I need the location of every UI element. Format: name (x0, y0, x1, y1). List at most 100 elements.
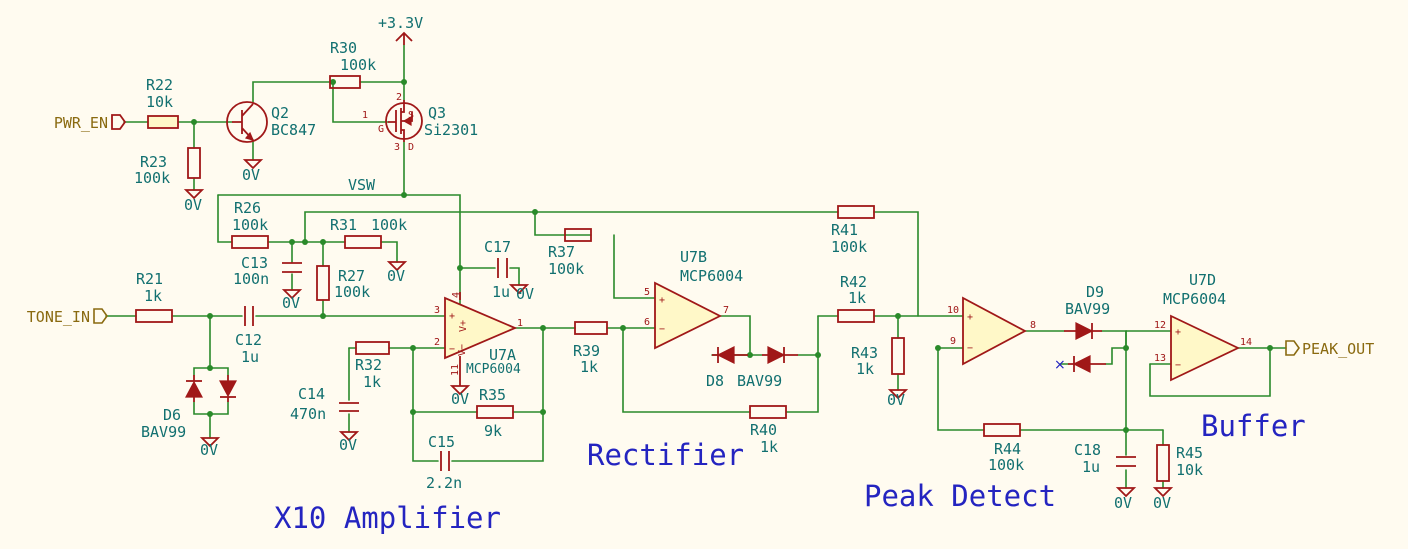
gnd-label-c18: 0V (1114, 494, 1132, 512)
pins-minus-text: − (1175, 360, 1181, 371)
components-r37-value-text: 100k (548, 260, 584, 278)
components-c15-value-text: 2.2n (426, 474, 462, 492)
opamp-u7b: + − 5 6 7 U7B MCP6004 (644, 248, 743, 350)
resistor-r40: R40 1k (749, 405, 787, 456)
pins-u7c_8-text: 8 (1030, 320, 1036, 331)
components-d9-value-text: BAV99 (1065, 300, 1110, 318)
resistor-r44: R44 100k (983, 423, 1024, 474)
components-r44-value-text: 100k (988, 456, 1024, 474)
diode-d6: D6 BAV99 (141, 375, 237, 441)
components-r39-ref-text: R39 (573, 342, 600, 360)
components-r41-value-text: 100k (831, 238, 867, 256)
components-r31-value-text: 100k (371, 216, 407, 234)
resistor-r35: R35 9k (476, 386, 514, 440)
components-u7d-ref-text: U7D (1189, 271, 1216, 289)
components-r31-ref-text: R31 (330, 216, 357, 234)
pins-q3_3-text: 3 (394, 142, 400, 153)
resistor-r42: R42 1k (837, 273, 875, 323)
gnd-label-c13: 0V (282, 294, 300, 312)
pins-u7a_2-text: 2 (434, 337, 440, 348)
mosfet-q3: 1 2 3 G S D Q3 Si2301 (362, 92, 478, 153)
components-c14-value-text: 470n (290, 405, 326, 423)
components-r32-ref-text: R32 (355, 356, 382, 374)
gnd-label-d6: 0V (200, 441, 218, 459)
components-r23-value-text: 100k (134, 169, 170, 187)
opamp-u7c: + − 10 9 8 (947, 296, 1036, 366)
components-r45-ref-text: R45 (1176, 444, 1203, 462)
pins-q3_1-text: 1 (362, 110, 368, 121)
section-title-peak-detect: Peak Detect (864, 479, 1056, 513)
vsw-label: VSW (348, 176, 376, 194)
pins-q3_g-text: G (378, 124, 384, 135)
components-c17-ref-text: C17 (484, 238, 511, 256)
components-c14-ref-text: C14 (298, 385, 325, 403)
components-d6-ref-text: D6 (163, 406, 181, 424)
components-u7d-value-text: MCP6004 (1163, 290, 1226, 308)
pins-u7a_1-text: 1 (517, 318, 523, 329)
resistor-r30: R30 100k (329, 39, 376, 89)
gnd-label-r31: 0V (387, 267, 405, 285)
components-r42-value-text: 1k (848, 289, 866, 307)
pins-u7d_12-text: 12 (1154, 320, 1166, 331)
net-label-tone-in: TONE_IN (27, 308, 108, 326)
components-r22-ref-text: R22 (146, 76, 173, 94)
components-q2-ref-text: Q2 (271, 104, 289, 122)
resistor-r21: R21 1k (135, 270, 173, 323)
net-label-peak-out: PEAK_OUT (1285, 340, 1374, 358)
components-r43-value-text: 1k (856, 360, 874, 378)
components-c18-ref-text: C18 (1074, 441, 1101, 459)
components-c12-value-text: 1u (241, 348, 259, 366)
components-r37-ref-text: R37 (548, 243, 575, 261)
components-u7b-value-text: MCP6004 (680, 267, 743, 285)
pins-u7a_3-text: 3 (434, 305, 440, 316)
pins-u7b_5-text: 5 (644, 287, 650, 298)
components-r40-ref-text: R40 (750, 421, 777, 439)
resistor-r45: R45 10k (1156, 444, 1203, 482)
resistor-r32: R32 1k (355, 341, 390, 391)
capacitor-c17: C17 1u (484, 238, 511, 301)
junction-dots (191, 79, 1273, 433)
pins-minus-text: − (967, 343, 973, 354)
peak-out-label: PEAK_OUT (1302, 340, 1374, 358)
components-r42-ref-text: R42 (840, 273, 867, 291)
transistor-q2: Q2 BC847 (226, 101, 316, 143)
tone-in-label: TONE_IN (27, 308, 90, 326)
components-d8-value-text: BAV99 (737, 372, 782, 390)
components-r43-ref-text: R43 (851, 344, 878, 362)
pins-vminus-text: V− (457, 344, 468, 356)
resistor-r31: R31 100k (330, 216, 407, 249)
pins-plus-text: + (449, 311, 455, 322)
resistor-r41: R41 100k (831, 205, 875, 256)
components-r21-ref-text: R21 (136, 270, 163, 288)
gnd-label-u7a: 0V (451, 390, 469, 408)
pins-plus-text: + (1175, 327, 1181, 338)
resistor-r22: R22 10k (146, 76, 179, 129)
pins-q3_s-text: S (408, 110, 414, 121)
gnd-label-c14: 0V (339, 436, 357, 454)
components-r26-ref-text: R26 (234, 199, 261, 217)
opamp-u7d: + − 12 13 14 U7D MCP6004 (1154, 271, 1252, 382)
ground-symbols: 0V 0V 0V 0V 0V 0V 0V 0V 0V 0V 0V (183, 159, 1174, 512)
section-title-buffer: Buffer (1201, 409, 1306, 443)
resistor-r23: R23 100k (134, 147, 201, 187)
diode-d8: D8 BAV99 (706, 346, 798, 390)
gnd-label-c17: 0V (516, 285, 534, 303)
components-c13-ref-text: C13 (241, 254, 268, 272)
components-r35-ref-text: R35 (479, 386, 506, 404)
pins-vplus-text: V+ (458, 320, 469, 332)
components-r30-ref-text: R30 (330, 39, 357, 57)
pins-u7b_7-text: 7 (723, 305, 729, 316)
components-c13-value-text: 100n (233, 270, 269, 288)
gnd-label-q2: 0V (242, 166, 260, 184)
components-d8-ref-text: D8 (706, 372, 724, 390)
components-r27-value-text: 100k (334, 283, 370, 301)
resistor-r27: R27 100k (316, 265, 370, 301)
resistor-r37: R37 100k (548, 228, 592, 278)
supply-label: +3.3V (378, 14, 423, 32)
capacitor-c14: C14 470n (290, 385, 359, 423)
net-label-pwr-en: PWR_EN (54, 114, 127, 132)
pins-minus-text: − (659, 324, 665, 335)
pins-q3_d-text: D (408, 142, 414, 153)
gnd-label-r23: 0V (184, 196, 202, 214)
